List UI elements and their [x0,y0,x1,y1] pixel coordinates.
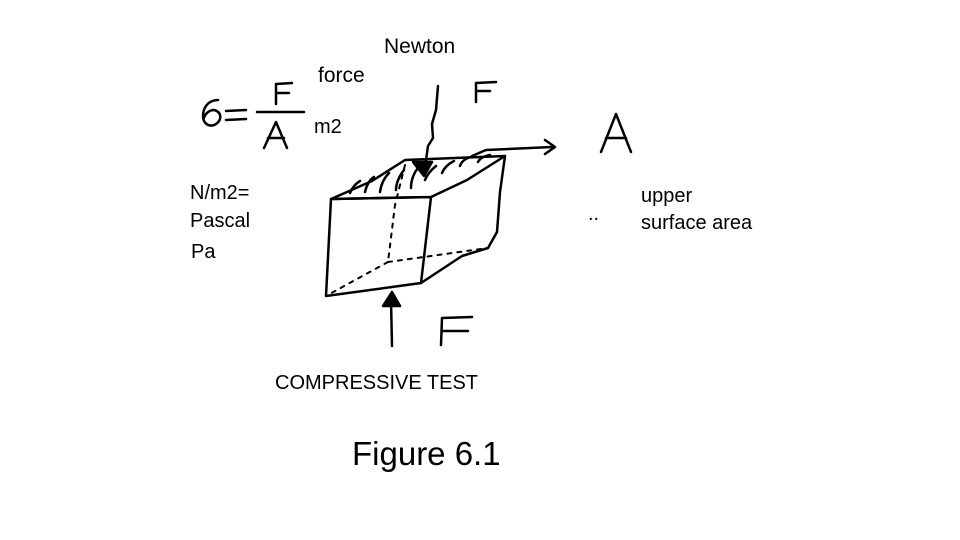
area-pointer-line [470,145,554,158]
block-right-face [419,154,507,285]
square-meter-label: m2 [314,116,342,138]
pa-label: Pa [191,241,216,263]
equals-sign [224,108,248,122]
bottom-force-line [389,298,394,348]
force-f-bottom [439,315,474,347]
figure-caption: Figure 6.1 [352,435,501,472]
numerator-f [274,81,294,106]
block-hidden-edges [325,164,489,297]
denominator-a [262,120,289,150]
upper-label: upper [641,185,693,207]
force-label: force [318,64,365,87]
dots-mark: .. [588,203,600,225]
stress-formula-handwritten [201,81,306,150]
pascal-label: Pascal [190,210,251,232]
newton-per-square-meter-label: N/m2= [190,182,250,204]
force-f-top [474,80,498,104]
sigma-symbol [201,98,222,127]
compressive-test-label: COMPRESSIVE TEST [275,372,479,394]
surface-area-label: surface area [641,212,753,234]
block-front-face [324,195,433,298]
bottom-force-arrowhead [381,290,402,308]
area-a-letter [599,112,633,154]
area-pointer-arrowhead [543,138,557,156]
top-force-line [422,84,440,170]
newton-label: Newton [384,35,456,58]
top-face-hatching [348,153,492,195]
